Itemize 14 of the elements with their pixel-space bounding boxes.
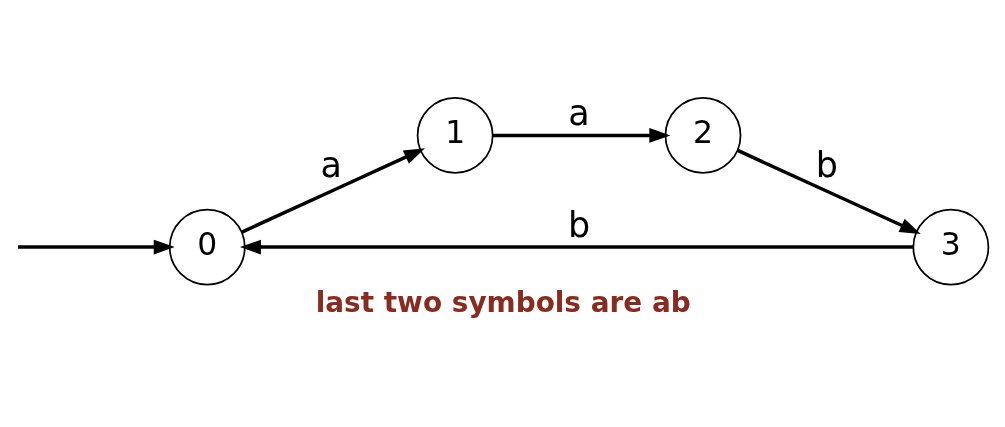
arrow — [241, 148, 425, 234]
node-circle: 2 — [664, 97, 742, 174]
node-circle: 0 — [168, 208, 246, 286]
edge-label: b — [815, 145, 839, 186]
edge-label: a — [320, 145, 342, 186]
arrow — [492, 128, 671, 143]
node-circle: 3 — [912, 208, 990, 286]
edge-label: b — [567, 204, 591, 245]
node-circle: 1 — [416, 97, 494, 174]
arrow — [239, 239, 913, 255]
caption: last two symbols are ab — [315, 286, 691, 320]
arrow — [18, 239, 175, 255]
edge-label: a — [568, 92, 590, 133]
arrow — [736, 148, 921, 235]
